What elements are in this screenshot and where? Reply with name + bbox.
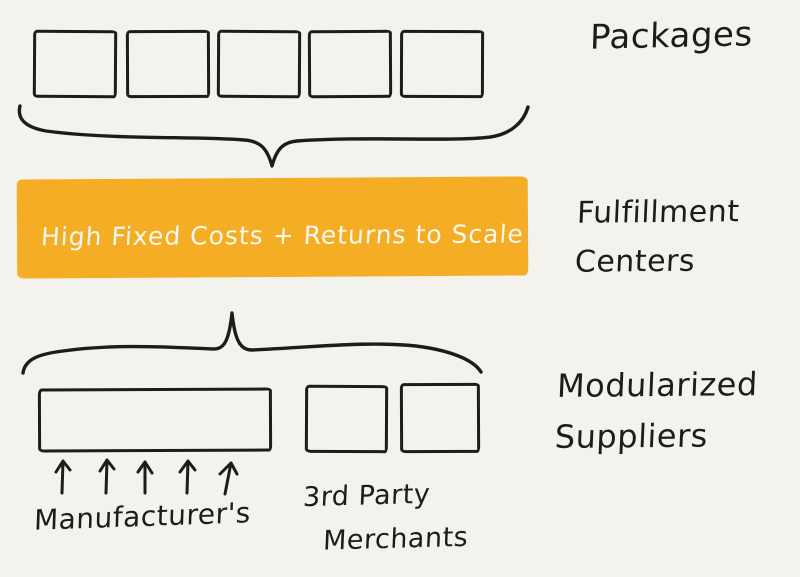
banner: High Fixed Costs + Returns to Scale xyxy=(16,176,529,279)
package-box xyxy=(125,29,211,99)
manufacturer-wide-box xyxy=(37,387,273,453)
third-party-merchants-label: 3rd Party Merchants xyxy=(300,472,471,565)
fulfillment-label-line2: Centers xyxy=(574,243,696,280)
packages-label: Packages xyxy=(589,14,754,58)
up-arrow-icon xyxy=(98,458,116,495)
merchant-box xyxy=(399,382,481,454)
manufacturer-label: Manufacturer's xyxy=(33,496,252,537)
up-arrows-icon xyxy=(54,458,239,496)
curly-brace-up-icon xyxy=(21,311,483,375)
up-arrow-icon xyxy=(218,461,239,496)
up-arrow-icon xyxy=(136,460,154,495)
modularized-label-line1: Modularized xyxy=(556,365,759,405)
up-arrow-icon xyxy=(54,459,72,495)
curly-brace-down-icon xyxy=(17,104,530,168)
merchants-label-line1: 3rd Party xyxy=(302,478,431,514)
package-box xyxy=(399,29,485,99)
package-box xyxy=(216,29,302,99)
package-box xyxy=(307,29,393,99)
banner-text: High Fixed Costs + Returns to Scale xyxy=(40,219,525,252)
merchants-label-line2: Merchants xyxy=(322,521,469,557)
fulfillment-label-line1: Fulfillment xyxy=(576,194,741,231)
up-arrow-icon xyxy=(178,459,197,495)
package-box xyxy=(32,29,118,99)
modularized-suppliers-label: Modularized Suppliers xyxy=(554,359,759,463)
modularized-label-line2: Suppliers xyxy=(554,416,709,456)
merchant-box xyxy=(304,384,389,454)
fulfillment-centers-label: Fulfillment Centers xyxy=(574,187,741,286)
